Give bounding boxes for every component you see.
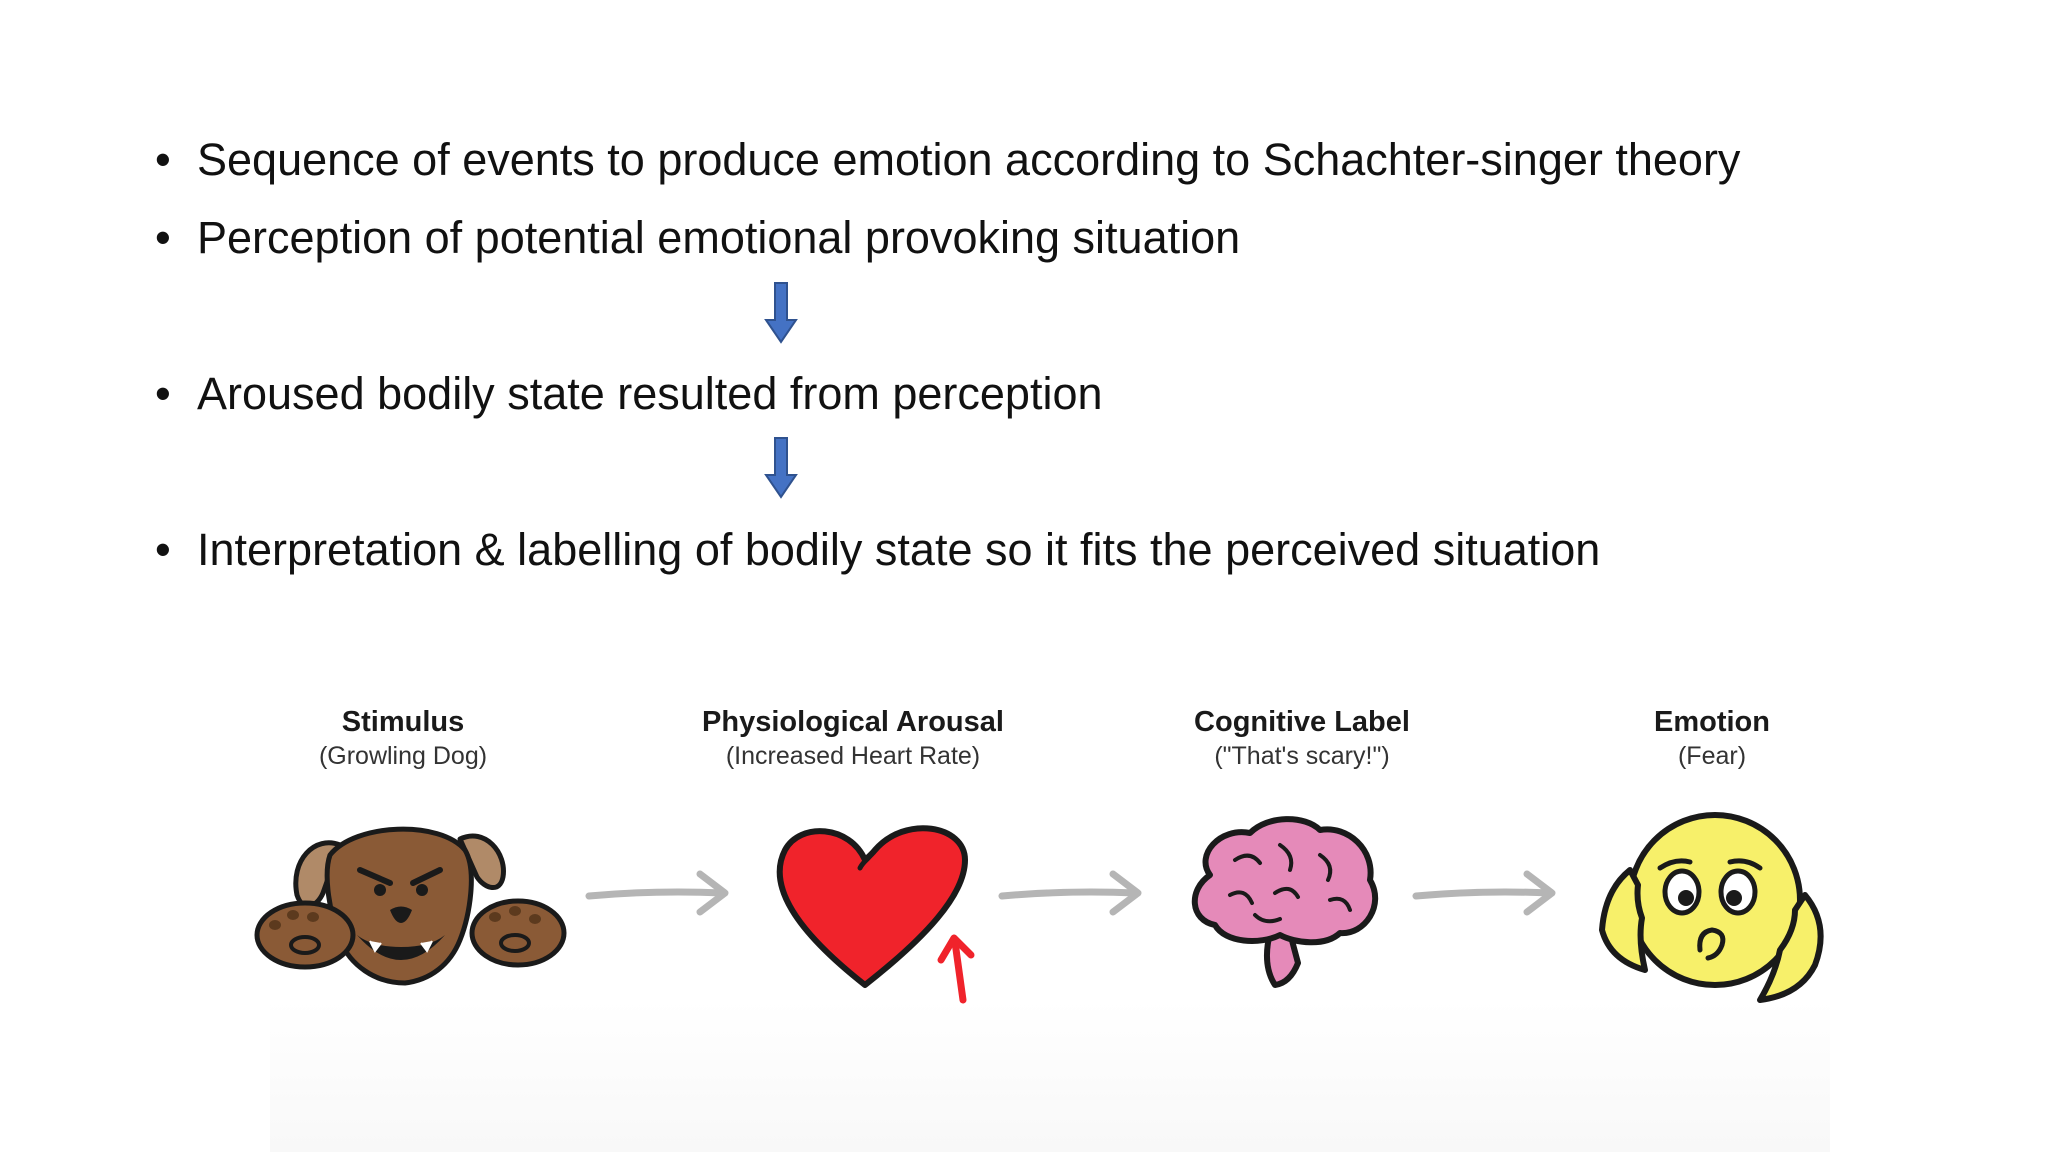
step-title-arousal: Physiological Arousal [702, 706, 1004, 738]
bullet-item: • Perception of potential emotional provo… [155, 212, 1240, 264]
bullet-text: Aroused bodily state resulted from perce… [197, 368, 1103, 419]
bullet-marker: • [155, 368, 171, 419]
bullet-item: • Interpretation & labelling of bodily st… [155, 524, 1600, 576]
bullet-text: Perception of potential emotional provok… [197, 212, 1241, 263]
diagram-background [270, 1000, 1830, 1152]
step-subtitle-emotion: (Fear) [1677, 742, 1747, 770]
bullet-item: • Sequence of events to produce emotion a… [155, 134, 1740, 186]
step-subtitle-cognitive-label: ("That's scary!") [1214, 742, 1390, 770]
flow-arrow-icon [585, 870, 729, 916]
flow-arrow-icon [998, 870, 1142, 916]
bullet-text: Interpretation & labelling of bodily sta… [197, 524, 1601, 575]
bullet-text: Sequence of events to produce emotion ac… [197, 134, 1741, 185]
bullet-marker: • [155, 212, 171, 263]
bullet-marker: • [155, 524, 171, 575]
step-title-cognitive-label: Cognitive Label [1194, 706, 1410, 738]
heart-icon [776, 825, 975, 1004]
scared-face-icon [1599, 812, 1824, 1003]
step-subtitle-stimulus: (Growling Dog) [318, 742, 488, 770]
step-title-stimulus: Stimulus [341, 706, 465, 738]
dog-icon [254, 826, 567, 986]
bullet-item: • Aroused bodily state resulted from perc… [155, 368, 1103, 420]
brain-icon [1191, 816, 1379, 988]
bullet-marker: • [155, 134, 171, 185]
flow-arrow-icon [1412, 870, 1556, 916]
step-title-emotion: Emotion [1654, 706, 1770, 738]
step-subtitle-arousal: (Increased Heart Rate) [725, 742, 981, 770]
down-arrow-icon [764, 282, 798, 344]
down-arrow-icon [764, 437, 798, 499]
